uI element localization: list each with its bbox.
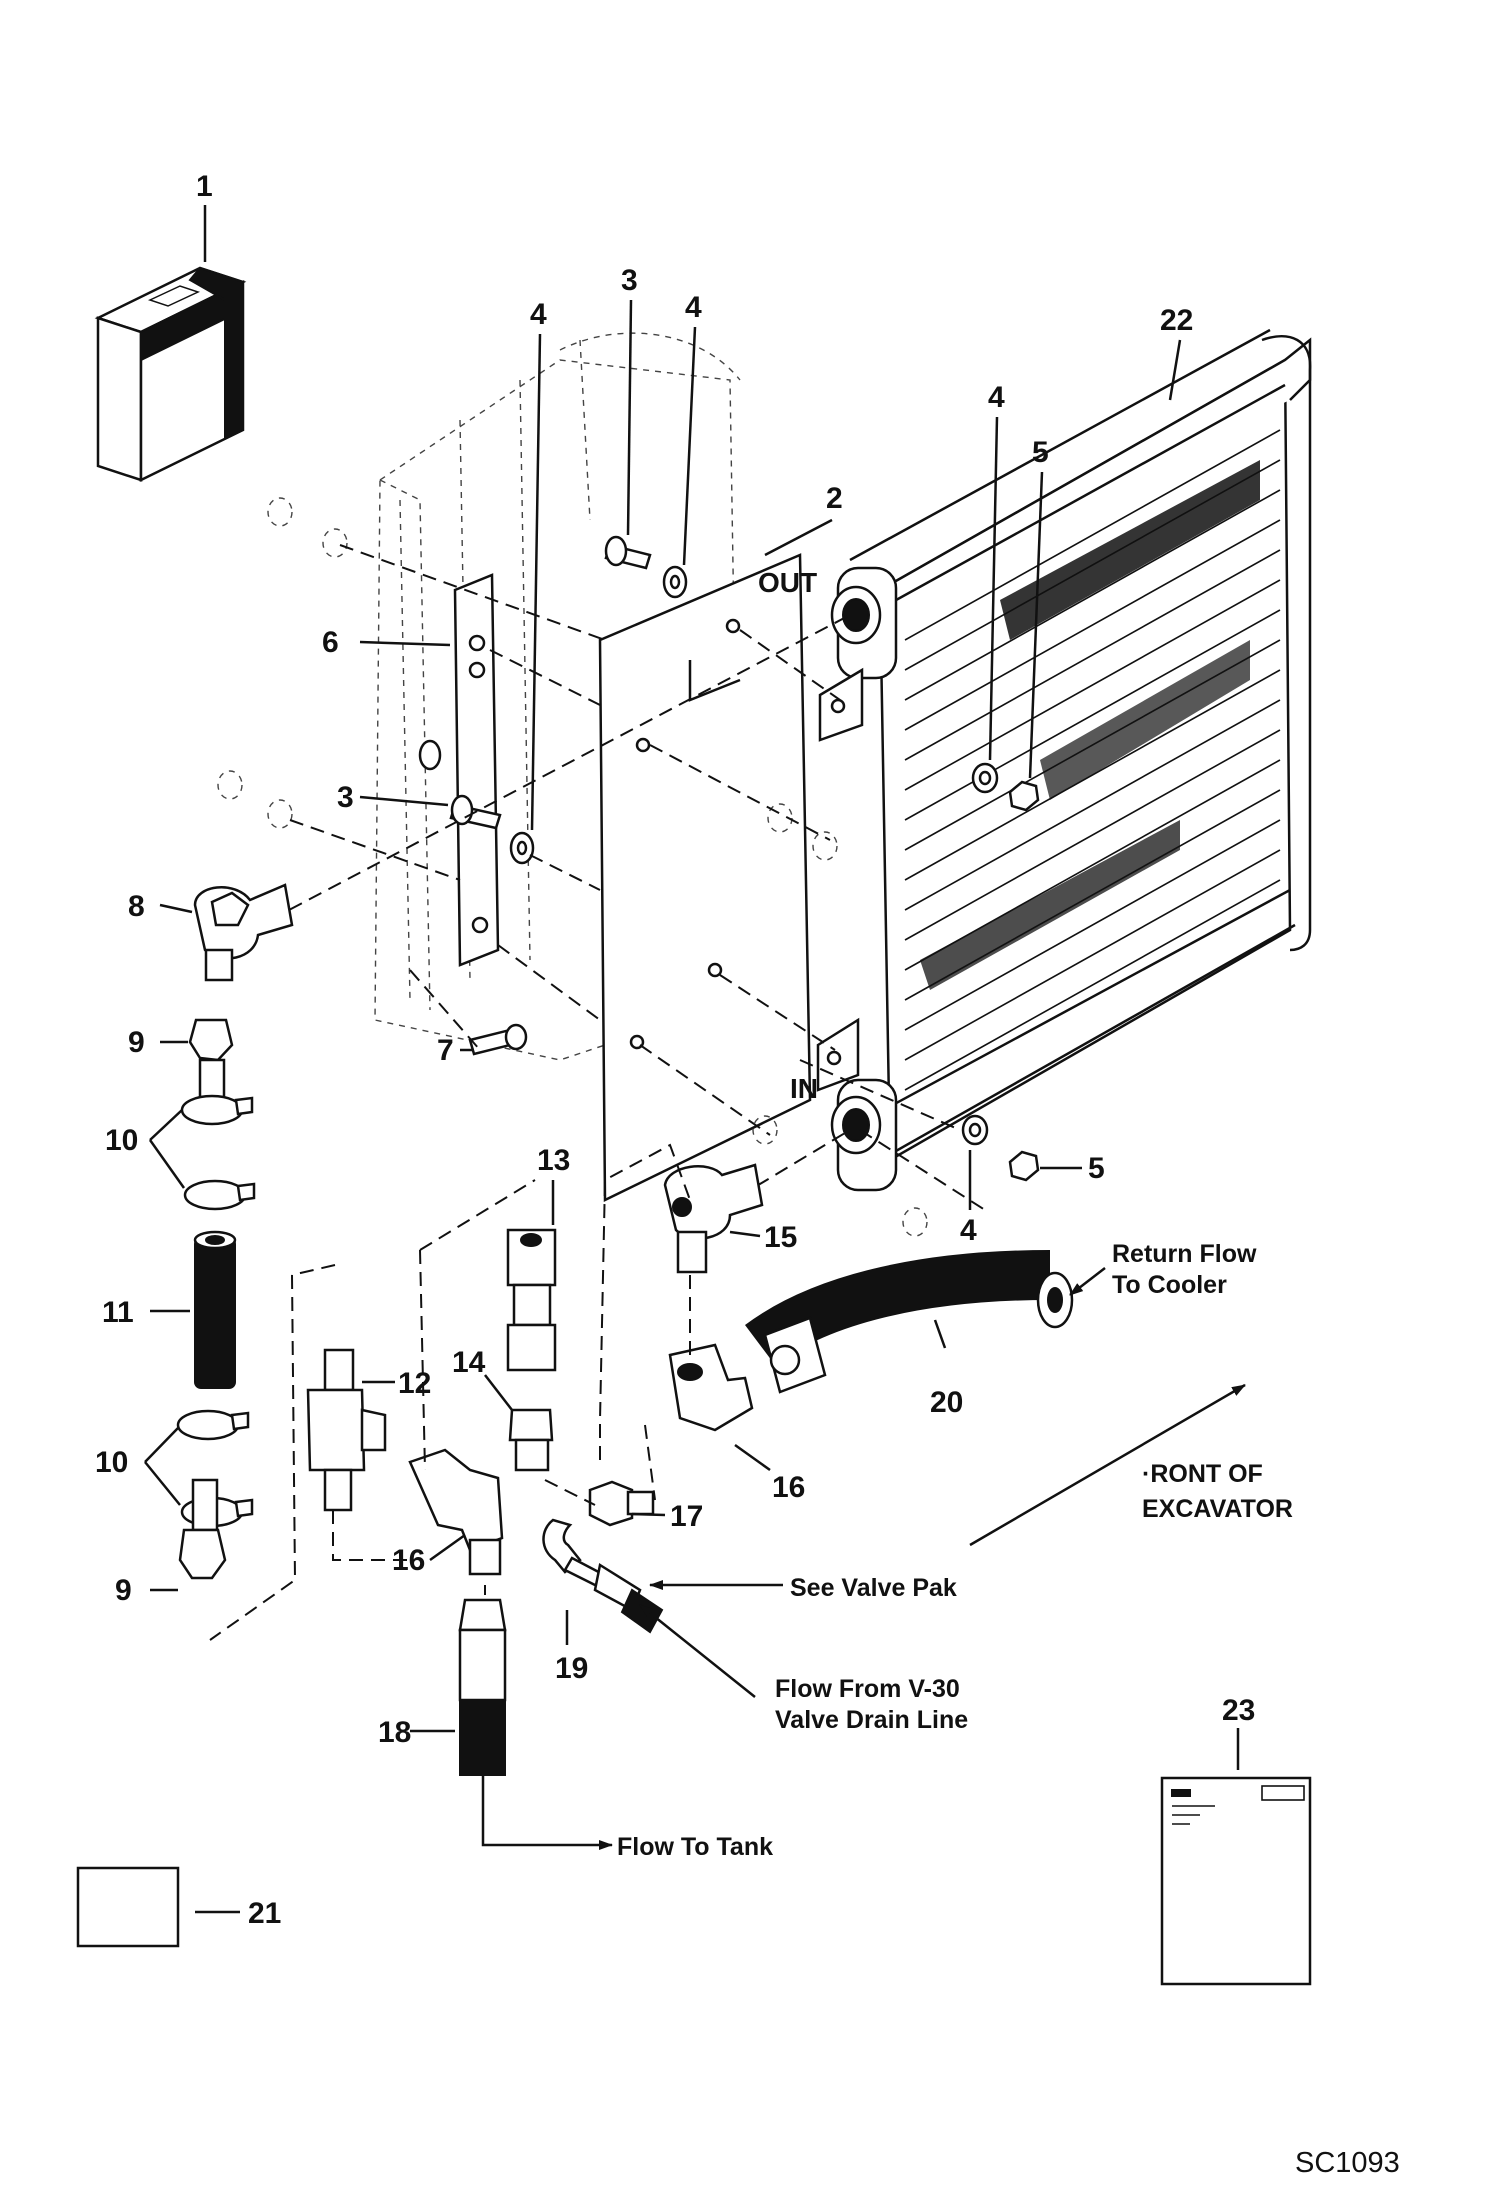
part-14-nipple [508,1408,554,1472]
note-front-line2: EXCAVATOR [1142,1495,1293,1523]
note-flow-from-line2: Valve Drain Line [775,1706,968,1734]
part-3-bolt-mid [449,794,502,830]
part-17-adapter [588,1480,655,1527]
part-8-elbow-fitting [193,883,294,982]
part-4-washer-mid [509,831,535,865]
callout-16-right: 16 [772,1471,805,1504]
part-9-fitting-lower [178,1478,227,1580]
callout-19: 19 [555,1652,588,1685]
callout-3-top: 3 [621,264,638,297]
part-3-bolt-upper [604,535,652,570]
part-2-mounting-plate [598,553,812,1202]
port-label-out: OUT [758,567,817,598]
port-label-in: IN [790,1073,818,1104]
callout-20: 20 [930,1386,963,1419]
callout-14: 14 [452,1346,486,1379]
callout-6: 6 [322,626,339,659]
part-4-washer-right-lower [961,1114,989,1146]
callout-5-bottom: 5 [1088,1152,1105,1185]
part-16-elbow-left [408,1448,504,1576]
callout-10-top: 10 [105,1124,138,1157]
note-see-valve-pak: See Valve Pak [790,1574,957,1602]
routing-lines [209,1143,691,1641]
note-flow-from-line1: Flow From V-30 [775,1675,960,1703]
callout-8: 8 [128,890,145,923]
part-22-oil-cooler [816,328,1312,1192]
part-21-decal [76,1866,180,1948]
callout-labels: 1 2 3 4 4 4 5 6 3 7 8 9 10 11 10 9 12 13… [95,170,1255,1930]
callout-22: 22 [1160,304,1193,337]
callout-11: 11 [102,1296,134,1329]
callout-3-mid: 3 [337,781,354,814]
callout-4-bottom: 4 [960,1214,977,1247]
callout-4-top-left: 4 [530,298,547,331]
callout-7: 7 [437,1034,454,1067]
callout-1: 1 [196,170,213,203]
part-1-kit-box [94,266,247,483]
callout-17: 17 [670,1500,703,1533]
callout-18: 18 [378,1716,411,1749]
note-return-flow-line2: To Cooler [1112,1271,1227,1299]
figure-code: SC1093 [1295,2147,1400,2179]
callout-12: 12 [398,1367,431,1400]
callout-13: 13 [537,1144,570,1177]
flow-arrows [481,1267,1246,1850]
part-4-washer-upper [662,565,688,599]
callout-4-right: 4 [988,381,1005,414]
part-12-tee-fitting [306,1348,387,1512]
callout-21: 21 [248,1897,281,1930]
callout-9-top: 9 [128,1026,145,1059]
part-16-elbow-right [668,1343,754,1432]
callout-16-left: 16 [392,1544,425,1577]
callout-9-bottom: 9 [115,1574,132,1607]
part-6-clamp-bar [453,573,500,967]
part-11-hose [193,1230,237,1389]
phantom-hardware [217,497,928,1237]
part-13-coupling [506,1228,557,1372]
part-18-tank-hose [458,1598,507,1776]
part-9-fitting-upper [188,1018,234,1102]
callout-2: 2 [826,482,843,515]
note-flow-to-tank: Flow To Tank [617,1833,773,1861]
flow-notes: Return Flow To Cooler ·RONT OF EXCAVATOR… [617,1240,1293,1861]
part-23-manual [1160,1776,1312,1986]
part-10-clamp-upper [180,1094,256,1211]
callout-23: 23 [1222,1694,1255,1727]
part-7-screw [468,1023,528,1056]
part-20-return-hose [745,1250,1074,1394]
part-5-nut-right-lower [1008,1150,1040,1182]
part-5-nut-right-upper [1008,780,1040,812]
callout-10-bottom: 10 [95,1446,128,1479]
callout-4-top: 4 [685,291,702,324]
note-front-line1: ·RONT OF [1142,1460,1263,1488]
callout-5-right: 5 [1032,436,1049,469]
part-15-swivel-fitting [663,1163,764,1274]
part-4-washer-right-upper [971,762,999,794]
note-return-flow-line1: Return Flow [1112,1240,1257,1268]
part-19-drain-line [542,1518,664,1634]
callout-15: 15 [764,1221,797,1254]
